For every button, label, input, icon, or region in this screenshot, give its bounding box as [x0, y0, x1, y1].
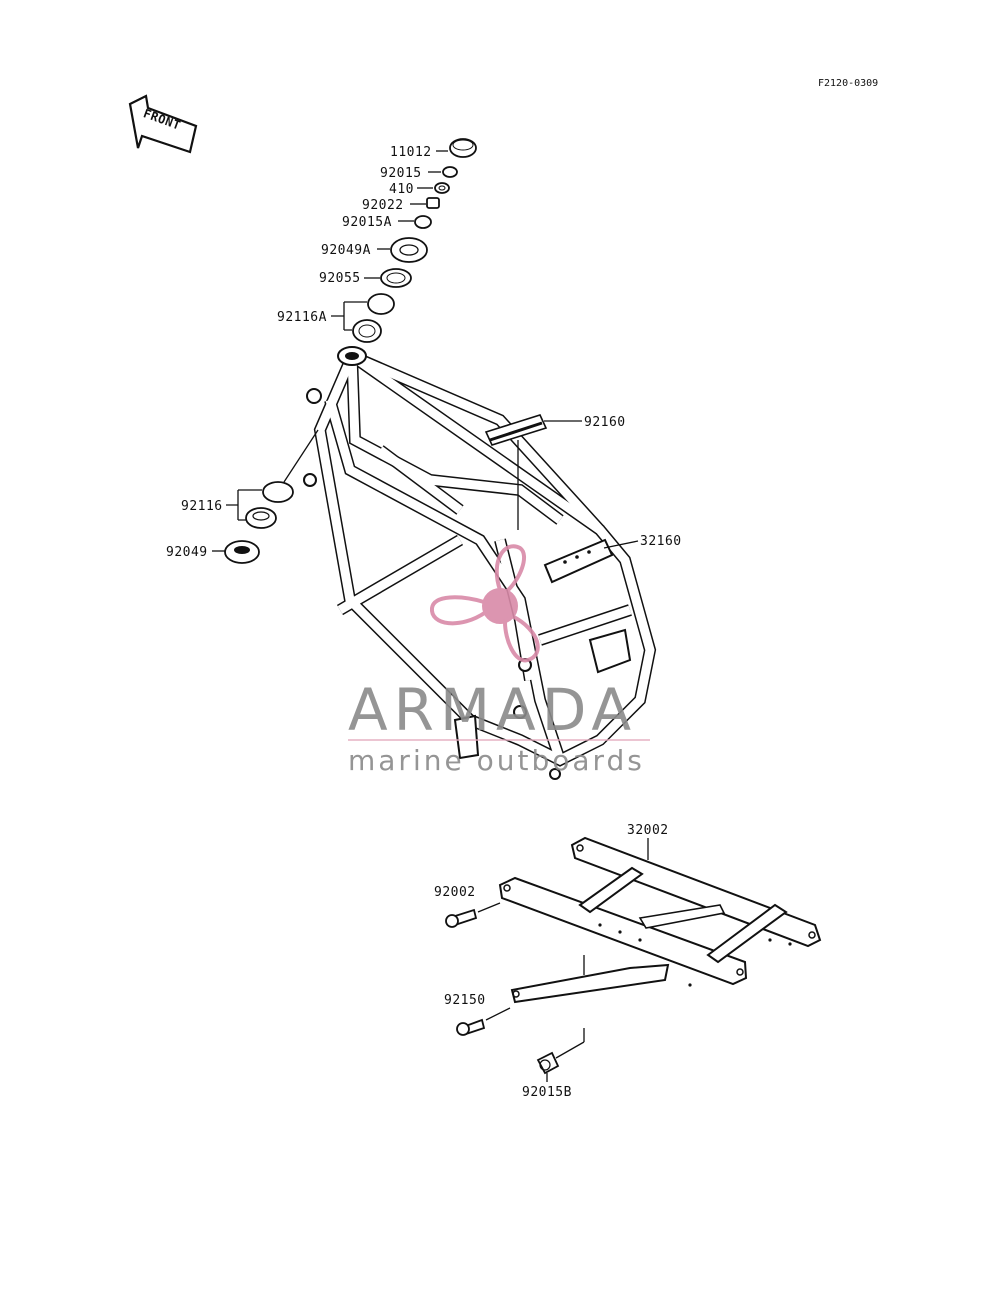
label-92160: 92160: [584, 415, 626, 430]
part-92015a-nut: [414, 215, 432, 229]
label-410: 410: [389, 182, 414, 197]
part-410-washer: [434, 182, 450, 194]
drawing-code: F2120-0309: [818, 78, 878, 89]
label-32160: 32160: [640, 534, 682, 549]
part-92022-washer: [426, 197, 440, 209]
steering-stem-parts: [352, 138, 477, 343]
part-92015-nut: [442, 166, 458, 178]
label-92049a: 92049A: [321, 243, 371, 258]
subframe-32002: [498, 836, 822, 1004]
label-92015b: 92015B: [522, 1085, 572, 1100]
label-92116a: 92116A: [277, 310, 327, 325]
label-92049: 92049: [166, 545, 208, 560]
label-92022: 92022: [362, 198, 404, 213]
part-92160-label-plate: [484, 414, 582, 530]
part-92055-ring: [380, 268, 412, 288]
lower-bearing-parts: [212, 429, 319, 564]
part-92116-bearing: [245, 507, 277, 529]
label-92150: 92150: [444, 993, 486, 1008]
armada-propeller-logo: [430, 544, 540, 663]
part-92015b-nut: [536, 1051, 560, 1075]
stem-leaders: [331, 150, 448, 331]
label-92002: 92002: [434, 885, 476, 900]
watermark-brand: ARMADA: [348, 676, 637, 744]
label-92015a: 92015A: [342, 215, 392, 230]
part-11012-cap: [449, 138, 477, 158]
watermark-tagline: marine outboards: [348, 744, 645, 777]
part-92049a-seal: [390, 237, 428, 263]
part-92116a-race-lower: [352, 319, 382, 343]
label-92015: 92015: [380, 166, 422, 181]
front-direction-arrow: FRONT: [128, 94, 198, 154]
label-11012: 11012: [390, 145, 432, 160]
label-92116: 92116: [181, 499, 223, 514]
main-frame-32160: [303, 346, 657, 780]
armada-watermark: ARMADA marine outboards: [348, 544, 650, 777]
subframe-bolts: [445, 902, 585, 1082]
part-92116-race: [262, 481, 294, 503]
label-32002: 32002: [627, 823, 669, 838]
label-92055: 92055: [319, 271, 361, 286]
part-92116a-race-upper: [367, 293, 395, 315]
